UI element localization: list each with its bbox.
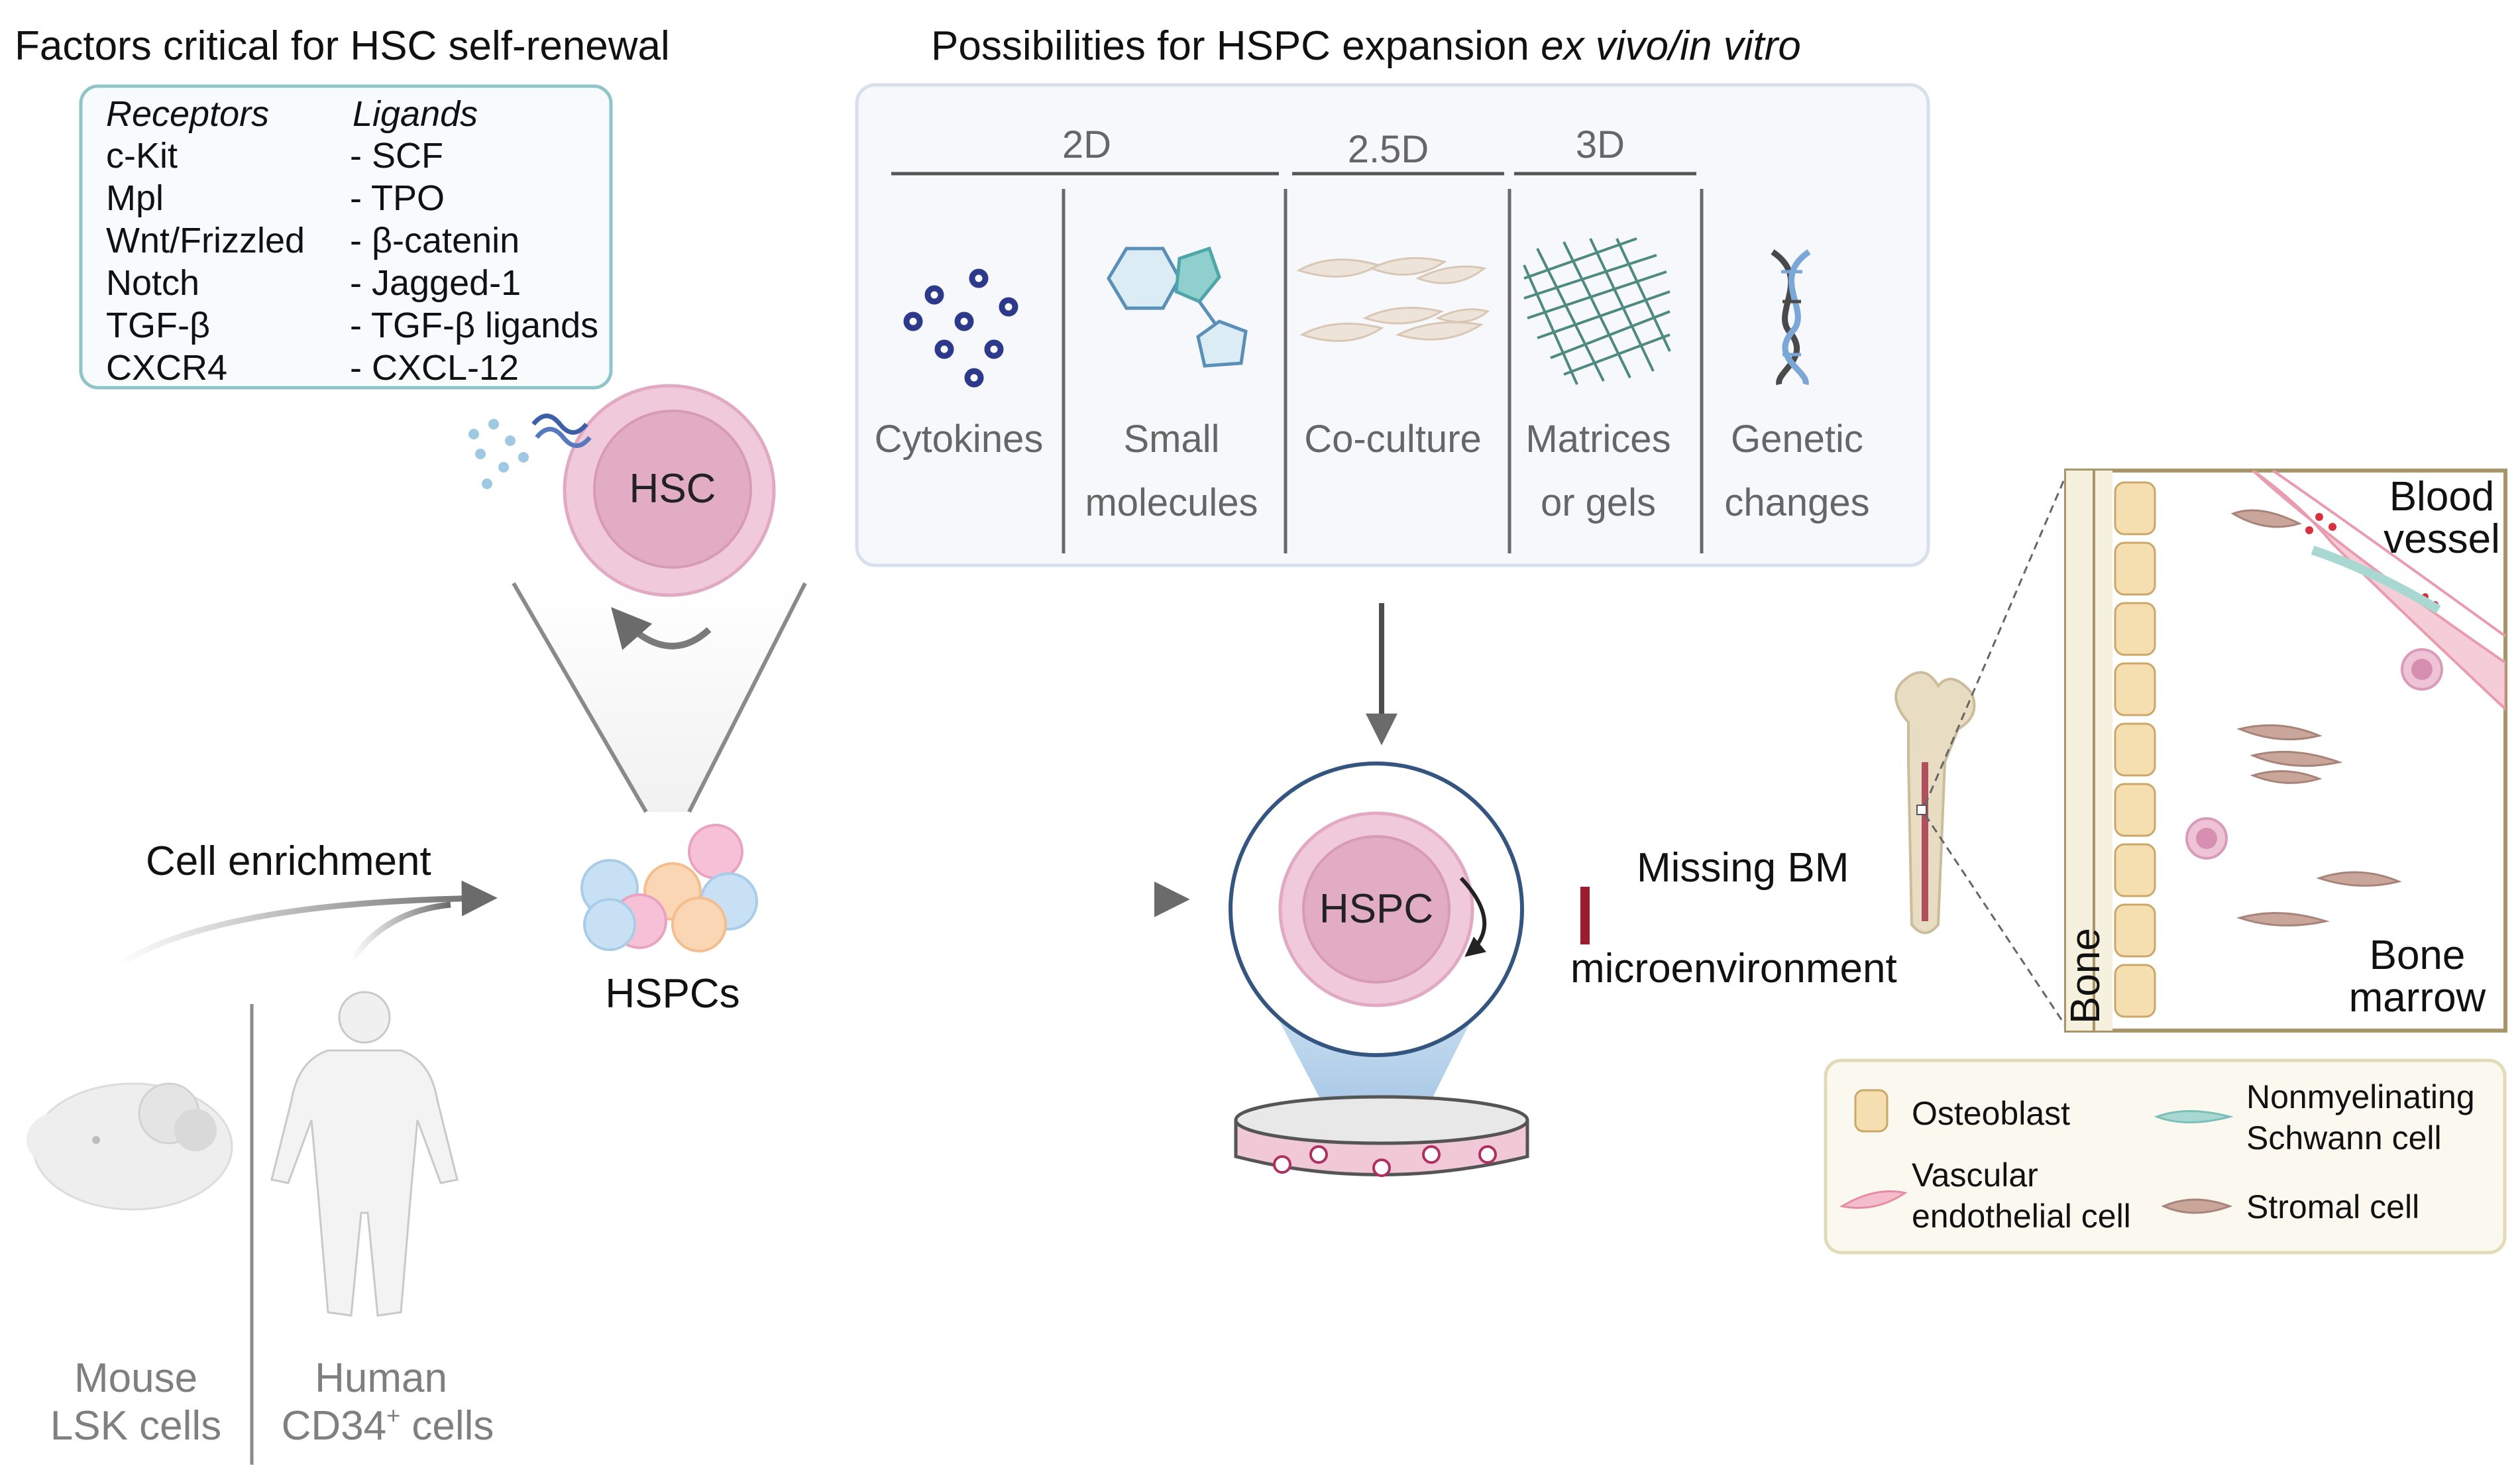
bone-vertical-label: Bone — [2063, 928, 2109, 1024]
cell-enrichment-label: Cell enrichment — [146, 838, 431, 884]
legend-osteoblast: Osteoblast — [1912, 1095, 2070, 1132]
human-label-sup: + — [386, 1402, 400, 1429]
receptor-cell: TGF-β — [106, 306, 210, 345]
ligand-cell: - TPO — [350, 178, 445, 218]
human-label-line1: Human — [315, 1355, 447, 1401]
hspcs-label: HSPCs — [605, 971, 740, 1017]
legend-schwann: Nonmyelinating — [2246, 1078, 2475, 1115]
hspc-cell-icon — [1278, 811, 1474, 1007]
osteoblast-column — [2114, 481, 2156, 1018]
receptor-cell: Notch — [106, 263, 199, 303]
stromal-cells — [2230, 509, 2402, 927]
legend-stromal: Stromal cell — [2246, 1188, 2419, 1225]
petri-dish-icon — [1234, 1095, 1529, 1177]
ligand-cell: - SCF — [350, 136, 443, 176]
receptor-icon — [468, 414, 592, 489]
mouse-icon — [27, 1082, 233, 1211]
vascular-legend-icon — [1839, 1190, 1908, 1209]
ligand-cell: - β-catenin — [350, 221, 520, 260]
mouse-label-line1: Mouse — [74, 1355, 197, 1401]
schwann-legend-icon — [2154, 1110, 2234, 1123]
blood-vessel-label: vessel — [2383, 516, 2500, 562]
zoom-cone — [514, 583, 805, 812]
hsc-label: HSC — [630, 466, 716, 512]
ligand-cell: - TGF-β ligands — [350, 306, 598, 345]
factors-box — [79, 84, 613, 390]
dim-label-25d: 2.5D — [1348, 128, 1429, 171]
dna-icon — [1771, 249, 1811, 386]
receptor-cell: Wnt/Frizzled — [106, 221, 305, 260]
small-molecules-icon — [1107, 246, 1248, 368]
bone-marrow-inset — [2064, 469, 2507, 1033]
method-label: Genetic — [1731, 418, 1863, 461]
legend-vascular: Vascular — [1912, 1157, 2038, 1194]
self-renewal-arrow — [611, 607, 712, 650]
legend-schwann: Schwann cell — [2246, 1119, 2442, 1157]
receptor-cell: CXCR4 — [106, 348, 227, 388]
hspc-renewal-arrow — [1459, 876, 1487, 957]
blood-vessel-label: Blood — [2389, 474, 2495, 520]
zoom-cone-edge — [512, 582, 648, 813]
method-label: Co-culture — [1304, 418, 1482, 461]
method-label: changes — [1724, 481, 1869, 524]
inset-connector — [1924, 471, 2069, 806]
stromal-legend-icon — [2161, 1198, 2233, 1214]
method-label: or gels — [1541, 481, 1656, 524]
zoom-cone-edge — [687, 582, 807, 813]
hspcs-cluster-icon — [580, 824, 758, 952]
top-title-plain: Possibilities for HSPC expansion — [931, 23, 1541, 69]
matrices-icon — [1523, 237, 1671, 385]
left-title: Factors critical for HSC self-renewal — [15, 23, 670, 69]
methods-panel — [855, 83, 1930, 567]
top-title: Possibilities for HSPC expansion ex vivo… — [931, 23, 1801, 69]
method-label: Small — [1123, 418, 1219, 461]
legend-vascular: endothelial cell — [1912, 1198, 2131, 1235]
human-label-line2: CD34+ cells — [282, 1402, 494, 1449]
microenvironment-label: microenvironment — [1570, 946, 1897, 991]
ligand-cell: - CXCL-12 — [350, 348, 519, 388]
ligand-cell: - Jagged-1 — [350, 263, 521, 303]
dim-label-3d: 3D — [1576, 123, 1625, 166]
receptors-header: Receptors — [106, 94, 269, 134]
factors-table: c-Kit - SCF Mpl - TPO Wnt/Frizzled - β-c… — [106, 136, 598, 388]
bone-marrow-label: Bone — [2370, 932, 2466, 978]
bone-icon — [1894, 671, 1976, 934]
method-label: Cytokines — [875, 418, 1044, 461]
co-culture-icon — [1296, 256, 1490, 342]
enrichment-arrow-mouse — [117, 880, 498, 967]
missing-bm-label: Missing BM — [1637, 845, 1849, 891]
hsc-cell-icon — [563, 384, 776, 597]
method-label: Matrices — [1525, 418, 1671, 461]
ligands-header: Ligands — [353, 94, 478, 134]
hspc-label: HSPC — [1319, 886, 1433, 932]
osteoblast-legend-icon — [1854, 1089, 1889, 1133]
method-label: molecules — [1085, 481, 1258, 524]
inset-connector — [1924, 814, 2069, 1029]
cytokines-icon — [903, 268, 1018, 388]
mouse-label-line2: LSK cells — [50, 1403, 221, 1449]
receptor-cell: c-Kit — [106, 136, 178, 176]
dim-label-2d: 2D — [1062, 123, 1111, 166]
top-title-italic: ex vivo/in vitro — [1541, 23, 1801, 69]
enrichment-arrow-human — [349, 901, 451, 963]
human-label-cells: cells — [400, 1403, 494, 1449]
cell-legend — [1824, 1058, 2507, 1255]
human-label-cd34: CD34 — [282, 1403, 387, 1449]
bone-marrow-label: marrow — [2349, 975, 2486, 1021]
receptor-cell: Mpl — [106, 178, 164, 218]
human-icon — [270, 991, 459, 1317]
